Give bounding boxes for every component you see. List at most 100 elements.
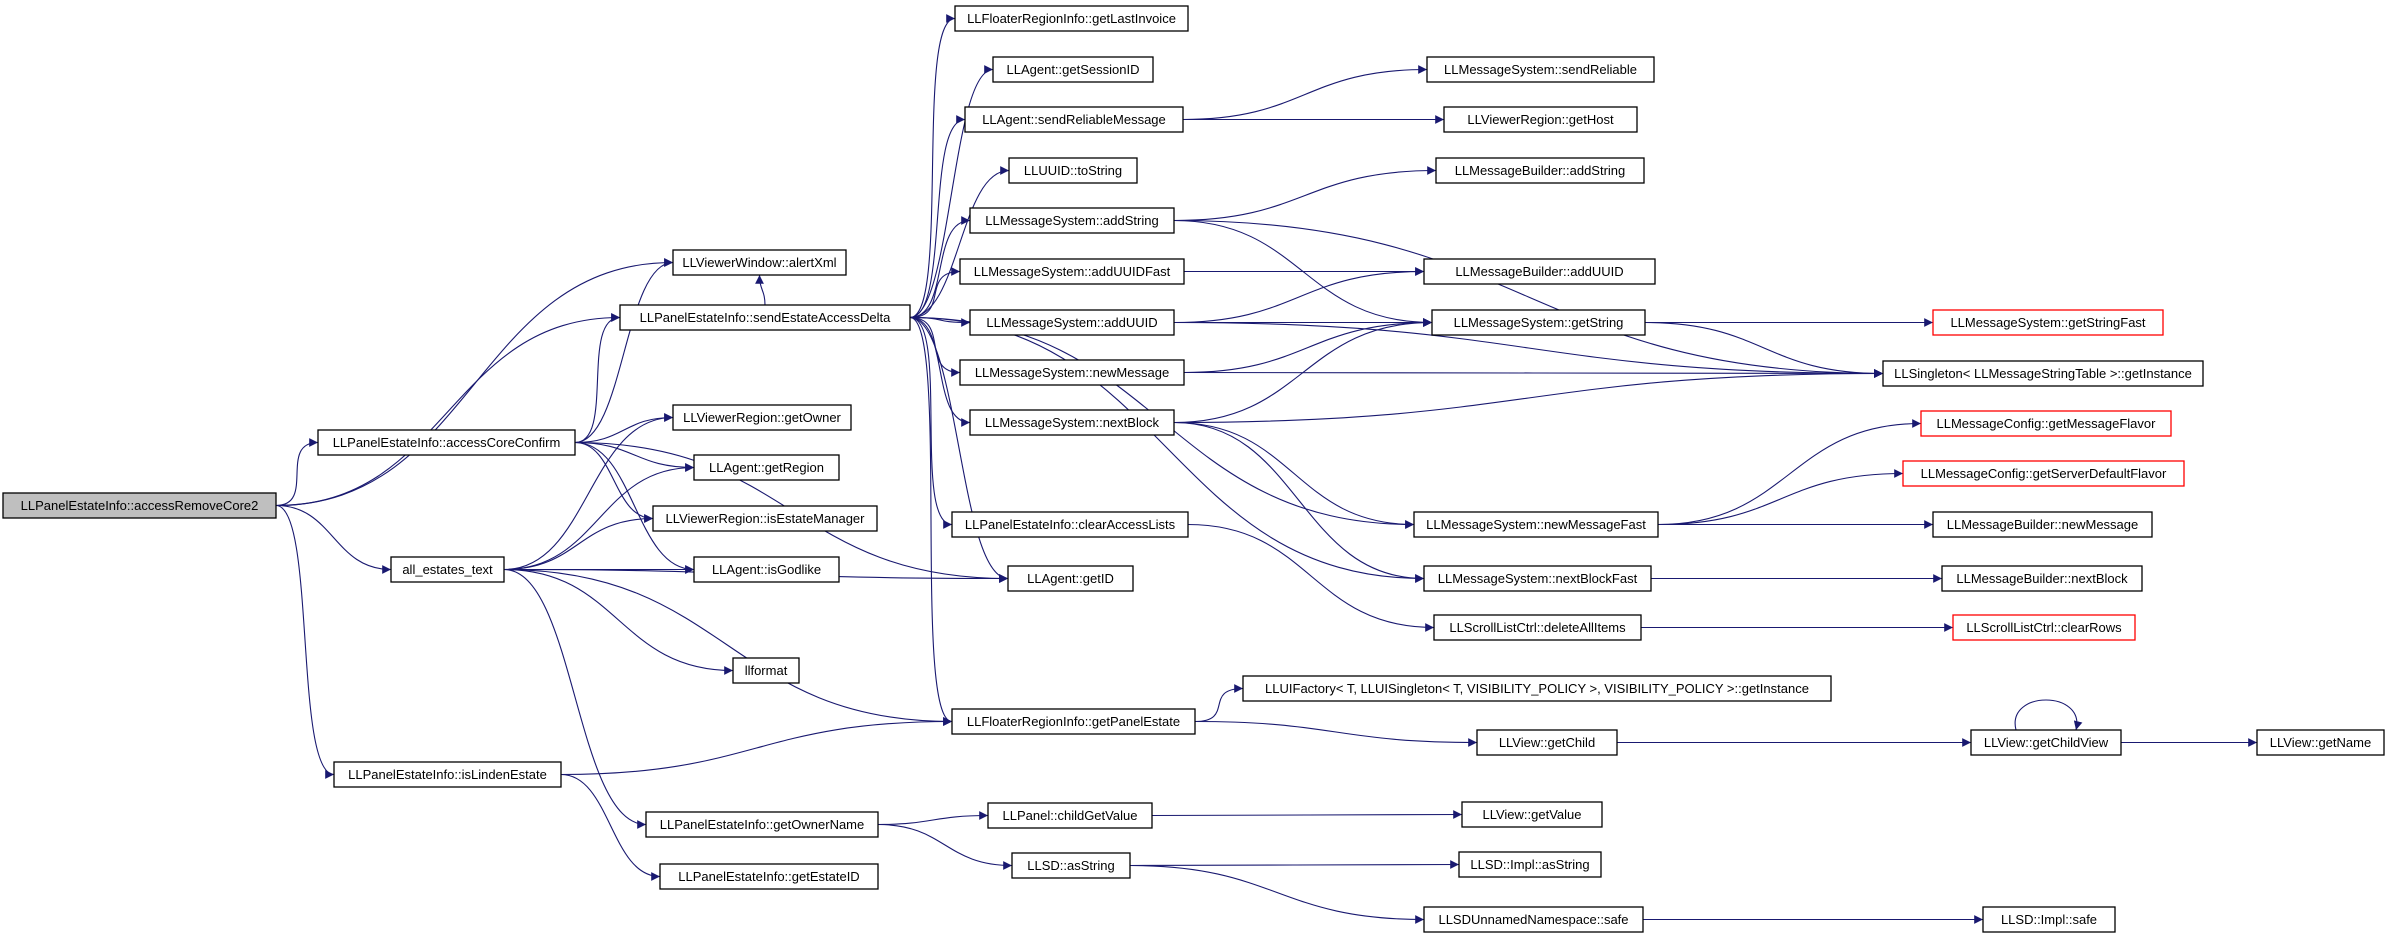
node-label: LLScrollListCtrl::clearRows — [1966, 620, 2122, 635]
node-llmessageconfig-getserverdefaultflavor[interactable]: LLMessageConfig::getServerDefaultFlavor — [1902, 460, 2185, 487]
node-llsd-impl-safe[interactable]: LLSD::Impl::safe — [1982, 906, 2116, 933]
edge-n17-n28 — [1173, 267, 1425, 324]
node-llscrolllistctrl-deleteallitems[interactable]: LLScrollListCtrl::deleteAllItems — [1433, 614, 1642, 641]
node-label: LLPanelEstateInfo::accessRemoveCore2 — [21, 498, 259, 513]
node-all-estates-text[interactable]: all_estates_text — [390, 556, 505, 583]
node-box — [992, 56, 1154, 83]
node-llmessagesystem-nextblock[interactable]: LLMessageSystem::nextBlock — [969, 409, 1175, 436]
edge-n5-n11 — [909, 14, 956, 319]
node-llmessagesystem-nextblockfast[interactable]: LLMessageSystem::nextBlockFast — [1423, 565, 1652, 592]
edge-n5-n1 — [755, 274, 766, 306]
node-label: LLPanelEstateInfo::accessCoreConfirm — [333, 435, 561, 450]
edge-n19-n31 — [1173, 421, 1425, 583]
node-label: LLViewerRegion::isEstateManager — [666, 511, 866, 526]
node-box — [1952, 614, 2136, 641]
node-llmessagesystem-newmessagefast[interactable]: LLMessageSystem::newMessageFast — [1413, 511, 1659, 538]
node-llmessagebuilder-addstring[interactable]: LLMessageBuilder::addString — [1435, 157, 1645, 184]
node-label: LLUUID::toString — [1024, 163, 1122, 178]
node-llfloaterregioninfo-getlastinvoice[interactable]: LLFloaterRegionInfo::getLastInvoice — [954, 5, 1189, 32]
edge-n2-n8 — [574, 441, 654, 523]
node-llmessagebuilder-adduuid[interactable]: LLMessageBuilder::addUUID — [1423, 258, 1656, 285]
node-label: LLView::getChildView — [1984, 735, 2109, 750]
edge-n2-n9 — [574, 441, 695, 574]
node-box — [1435, 157, 1645, 184]
edge-n3-n23 — [503, 568, 647, 829]
edge-n3-n7 — [503, 463, 695, 571]
node-llpanelestateinfo-accesscoreconfirm[interactable]: LLPanelEstateInfo::accessCoreConfirm — [317, 429, 576, 456]
node-llmessagebuilder-nextblock[interactable]: LLMessageBuilder::nextBlock — [1941, 565, 2143, 592]
node-llmessagesystem-adduuidfast[interactable]: LLMessageSystem::addUUIDFast — [959, 258, 1185, 285]
node-llmessagesystem-getstringfast[interactable]: LLMessageSystem::getStringFast — [1932, 309, 2164, 336]
node-box — [1433, 614, 1642, 641]
node-llpanelestateinfo-getestateid[interactable]: LLPanelEstateInfo::getEstateID — [659, 863, 879, 890]
node-llfloaterregioninfo-getpanelestate[interactable]: LLFloaterRegionInfo::getPanelEstate — [951, 708, 1196, 735]
edge-n15-n27 — [1173, 166, 1437, 222]
node-label: LLAgent::getRegion — [709, 460, 824, 475]
node-llmessagesystem-newmessage[interactable]: LLMessageSystem::newMessage — [959, 359, 1185, 386]
node-llsdunnamednamespace-safe[interactable]: LLSDUnnamedNamespace::safe — [1423, 906, 1644, 933]
node-llview-getvalue[interactable]: LLView::getValue — [1461, 801, 1603, 828]
edge-n2-n7 — [574, 441, 695, 472]
node-llmessageconfig-getmessageflavor[interactable]: LLMessageConfig::getMessageFlavor — [1920, 410, 2172, 437]
edge-n22-n34 — [1194, 720, 1478, 747]
node-llpanel-childgetvalue[interactable]: LLPanel::childGetValue — [987, 802, 1153, 829]
node-box — [645, 811, 879, 838]
edge-n3-n6 — [503, 413, 674, 571]
node-llviewerwindow-alertxml[interactable]: LLViewerWindow::alertXml — [672, 249, 847, 276]
edge-n22-n33 — [1194, 684, 1244, 723]
node-label: LLMessageConfig::getServerDefaultFlavor — [1921, 466, 2167, 481]
node-box — [693, 556, 840, 583]
node-llmessagebuilder-newmessage[interactable]: LLMessageBuilder::newMessage — [1932, 511, 2153, 538]
edge-n18-n29 — [1183, 318, 1433, 374]
node-llscrolllistctrl-clearrows[interactable]: LLScrollListCtrl::clearRows — [1952, 614, 2136, 641]
node-llagent-getsessionid[interactable]: LLAgent::getSessionID — [992, 56, 1154, 83]
node-llpanelestateinfo-sendestateaccessdelta[interactable]: LLPanelEstateInfo::sendEstateAccessDelta — [619, 304, 911, 331]
node-label: LLMessageBuilder::addString — [1455, 163, 1626, 178]
node-llagent-isgodlike[interactable]: LLAgent::isGodlike — [693, 556, 840, 583]
node-lluuid-tostring[interactable]: LLUUID::toString — [1008, 157, 1138, 184]
node-llformat[interactable]: llformat — [732, 657, 800, 684]
node-box — [693, 454, 840, 481]
node-box — [1920, 410, 2172, 437]
node-llmessagesystem-sendreliable[interactable]: LLMessageSystem::sendReliable — [1426, 56, 1655, 83]
node-label: LLPanelEstateInfo::getOwnerName — [660, 817, 865, 832]
node-label: LLMessageSystem::nextBlock — [985, 415, 1160, 430]
node-llview-getchildview[interactable]: LLView::getChildView — [1970, 729, 2122, 756]
edge-n35-n36 — [1151, 810, 1463, 819]
node-label: LLScrollListCtrl::deleteAllItems — [1449, 620, 1626, 635]
node-label: LLViewerWindow::alertXml — [682, 255, 836, 270]
edge-n13-n25 — [1182, 65, 1428, 121]
node-lluifactory-t-lluisingleton-t-visibility-policy-visibility-policy-getinstance[interactable]: LLUIFactory< T, LLUISingleton< T, VISIBI… — [1242, 675, 1832, 702]
node-llpanelestateinfo-islindenestate[interactable]: LLPanelEstateInfo::isLindenEstate — [333, 761, 562, 788]
node-box — [659, 863, 879, 890]
node-label: LLMessageBuilder::nextBlock — [1956, 571, 2128, 586]
node-llview-getchild[interactable]: LLView::getChild — [1476, 729, 1618, 756]
node-llagent-getregion[interactable]: LLAgent::getRegion — [693, 454, 840, 481]
edge-n5-n31 — [909, 316, 1425, 583]
edge-n5-n15 — [909, 216, 971, 319]
node-llsd-asstring[interactable]: LLSD::asString — [1011, 852, 1131, 879]
node-label: LLMessageSystem::nextBlockFast — [1438, 571, 1638, 586]
node-llmessagesystem-getstring[interactable]: LLMessageSystem::getString — [1431, 309, 1646, 336]
node-llviewerregion-gethost[interactable]: LLViewerRegion::getHost — [1443, 106, 1638, 133]
node-llpanelestateinfo-clearaccesslists[interactable]: LLPanelEstateInfo::clearAccessLists — [951, 511, 1189, 538]
node-box — [390, 556, 505, 583]
node-llsingleton-llmessagestringtable-getinstance[interactable]: LLSingleton< LLMessageStringTable >::get… — [1882, 360, 2204, 387]
node-llview-getname[interactable]: LLView::getName — [2256, 729, 2385, 756]
node-label: LLAgent::getID — [1027, 571, 1114, 586]
node-llpanelestateinfo-getownername[interactable]: LLPanelEstateInfo::getOwnerName — [645, 811, 879, 838]
edge-n5-n22 — [909, 316, 953, 726]
node-llsd-impl-asstring[interactable]: LLSD::Impl::asString — [1458, 851, 1602, 878]
node-label: all_estates_text — [402, 562, 493, 577]
node-llviewerregion-getowner[interactable]: LLViewerRegion::getOwner — [672, 404, 852, 431]
node-llmessagesystem-adduuid[interactable]: LLMessageSystem::addUUID — [969, 309, 1175, 336]
node-label: LLPanel::childGetValue — [1003, 808, 1138, 823]
node-llagent-getid[interactable]: LLAgent::getID — [1007, 565, 1134, 592]
node-llpanelestateinfo-accessremovecore2[interactable]: LLPanelEstateInfo::accessRemoveCore2 — [2, 492, 277, 519]
node-llagent-sendreliablemessage[interactable]: LLAgent::sendReliableMessage — [964, 106, 1184, 133]
node-llviewerregion-isestatemanager[interactable]: LLViewerRegion::isEstateManager — [652, 505, 878, 532]
node-label: LLView::getName — [2270, 735, 2371, 750]
node-llmessagesystem-addstring[interactable]: LLMessageSystem::addString — [969, 207, 1175, 234]
node-box — [672, 249, 847, 276]
